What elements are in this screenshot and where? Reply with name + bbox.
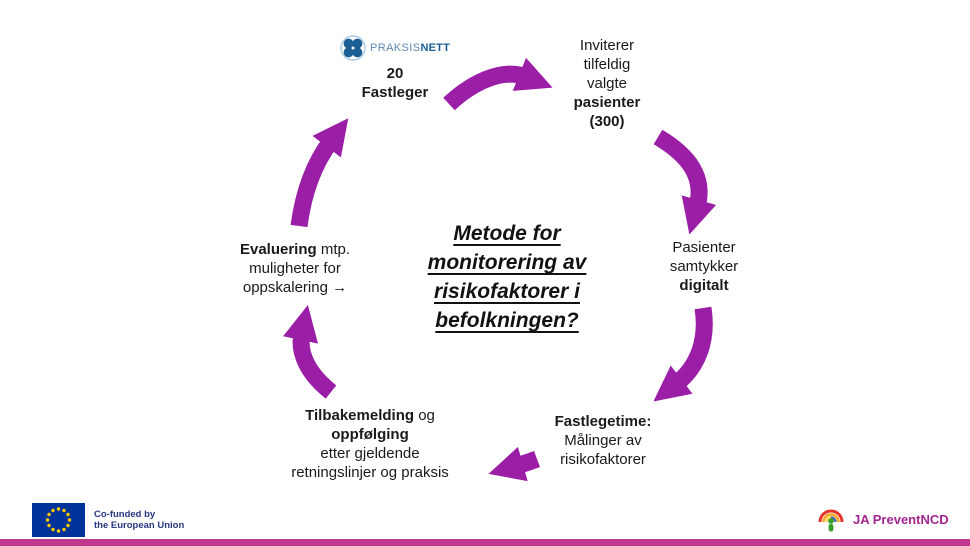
node-line: risikofaktorer — [560, 451, 646, 468]
fastleger-label: Fastleger — [361, 84, 429, 101]
node-line: Pasienter — [672, 239, 736, 256]
node-samtykker: Pasienter samtykker digitalt — [644, 238, 764, 295]
eu-cofunded-logo: Co-funded by the European Union — [32, 503, 184, 537]
praksisnett-wordmark: PRAKSISNETT — [370, 39, 450, 58]
arrow-fastleger-to-inviterer — [443, 57, 553, 111]
footer-accent-bar — [0, 539, 970, 546]
node-line: valgte — [586, 75, 628, 92]
node-line: tilfeldig — [583, 56, 631, 73]
node-line: oppskalering → — [242, 279, 348, 296]
eu-text-line: Co-funded by — [94, 508, 156, 520]
eu-flag-icon — [32, 503, 85, 537]
title-line: monitorering av — [427, 251, 587, 274]
node-line: digitalt — [679, 277, 729, 294]
ja-preventncd-label: JA PreventNCD — [853, 511, 949, 527]
node-line: retningslinjer og praksis — [291, 464, 449, 481]
title-line: risikofaktorer i — [434, 280, 580, 303]
brand-bold: NETT — [420, 41, 451, 54]
arrow-samtykker-to-fastlegetime — [653, 306, 713, 402]
node-tilbakemelding: Tilbakemelding og oppfølging etter gjeld… — [260, 406, 480, 482]
node-line: muligheter for — [249, 260, 341, 277]
arrow-evaluering-to-fastleger — [290, 118, 349, 228]
rainbow-person-icon — [818, 509, 844, 532]
node-run: mtp. — [316, 241, 351, 258]
eu-text-line: the European Union — [94, 520, 185, 531]
node-line: pasienter — [573, 94, 641, 111]
node-run-bold: Evaluering — [239, 241, 317, 258]
praksisnett-logo: PRAKSISNETT — [330, 35, 460, 61]
title-line: Metode for — [453, 222, 561, 245]
brand-regular: PRAKSIS — [369, 41, 421, 54]
node-fastleger: PRAKSISNETT 20 Fastleger — [330, 35, 460, 102]
node-run: og — [414, 407, 435, 424]
node-line: etter gjeldende — [320, 445, 420, 462]
center-question-title: Metode for monitorering av risikofaktore… — [372, 219, 642, 335]
node-line: Evaluering mtp. — [215, 240, 375, 259]
arrow-tilbakemelding-to-evaluering — [283, 305, 337, 399]
fastleger-count: 20 — [386, 65, 404, 82]
node-line: Målinger av — [564, 432, 642, 449]
node-line: Inviterer — [579, 37, 635, 54]
title-line: befolkningen? — [435, 309, 579, 332]
arrow-fastlegetime-to-tilbakemelding — [488, 446, 540, 482]
arrow-inviterer-to-samtykker — [653, 129, 717, 235]
node-run-bold: Tilbakemelding — [305, 407, 415, 424]
node-line: Fastlegetime: — [554, 413, 652, 430]
ja-preventncd-logo: JA PreventNCD — [817, 505, 949, 533]
node-fastlegetime: Fastlegetime: Målinger av risikofaktorer — [533, 412, 673, 469]
node-line: samtykker — [669, 258, 739, 275]
eu-cofunded-text: Co-funded by the European Union — [94, 509, 184, 532]
node-line: oppfølging — [331, 426, 409, 443]
node-line: Tilbakemelding og — [260, 406, 480, 425]
node-evaluering: Evaluering mtp. muligheter for oppskaler… — [215, 240, 375, 297]
node-inviterer: Inviterer tilfeldig valgte pasienter (30… — [547, 36, 667, 131]
clover-flower-icon — [340, 35, 366, 61]
node-line: (300) — [589, 113, 625, 130]
